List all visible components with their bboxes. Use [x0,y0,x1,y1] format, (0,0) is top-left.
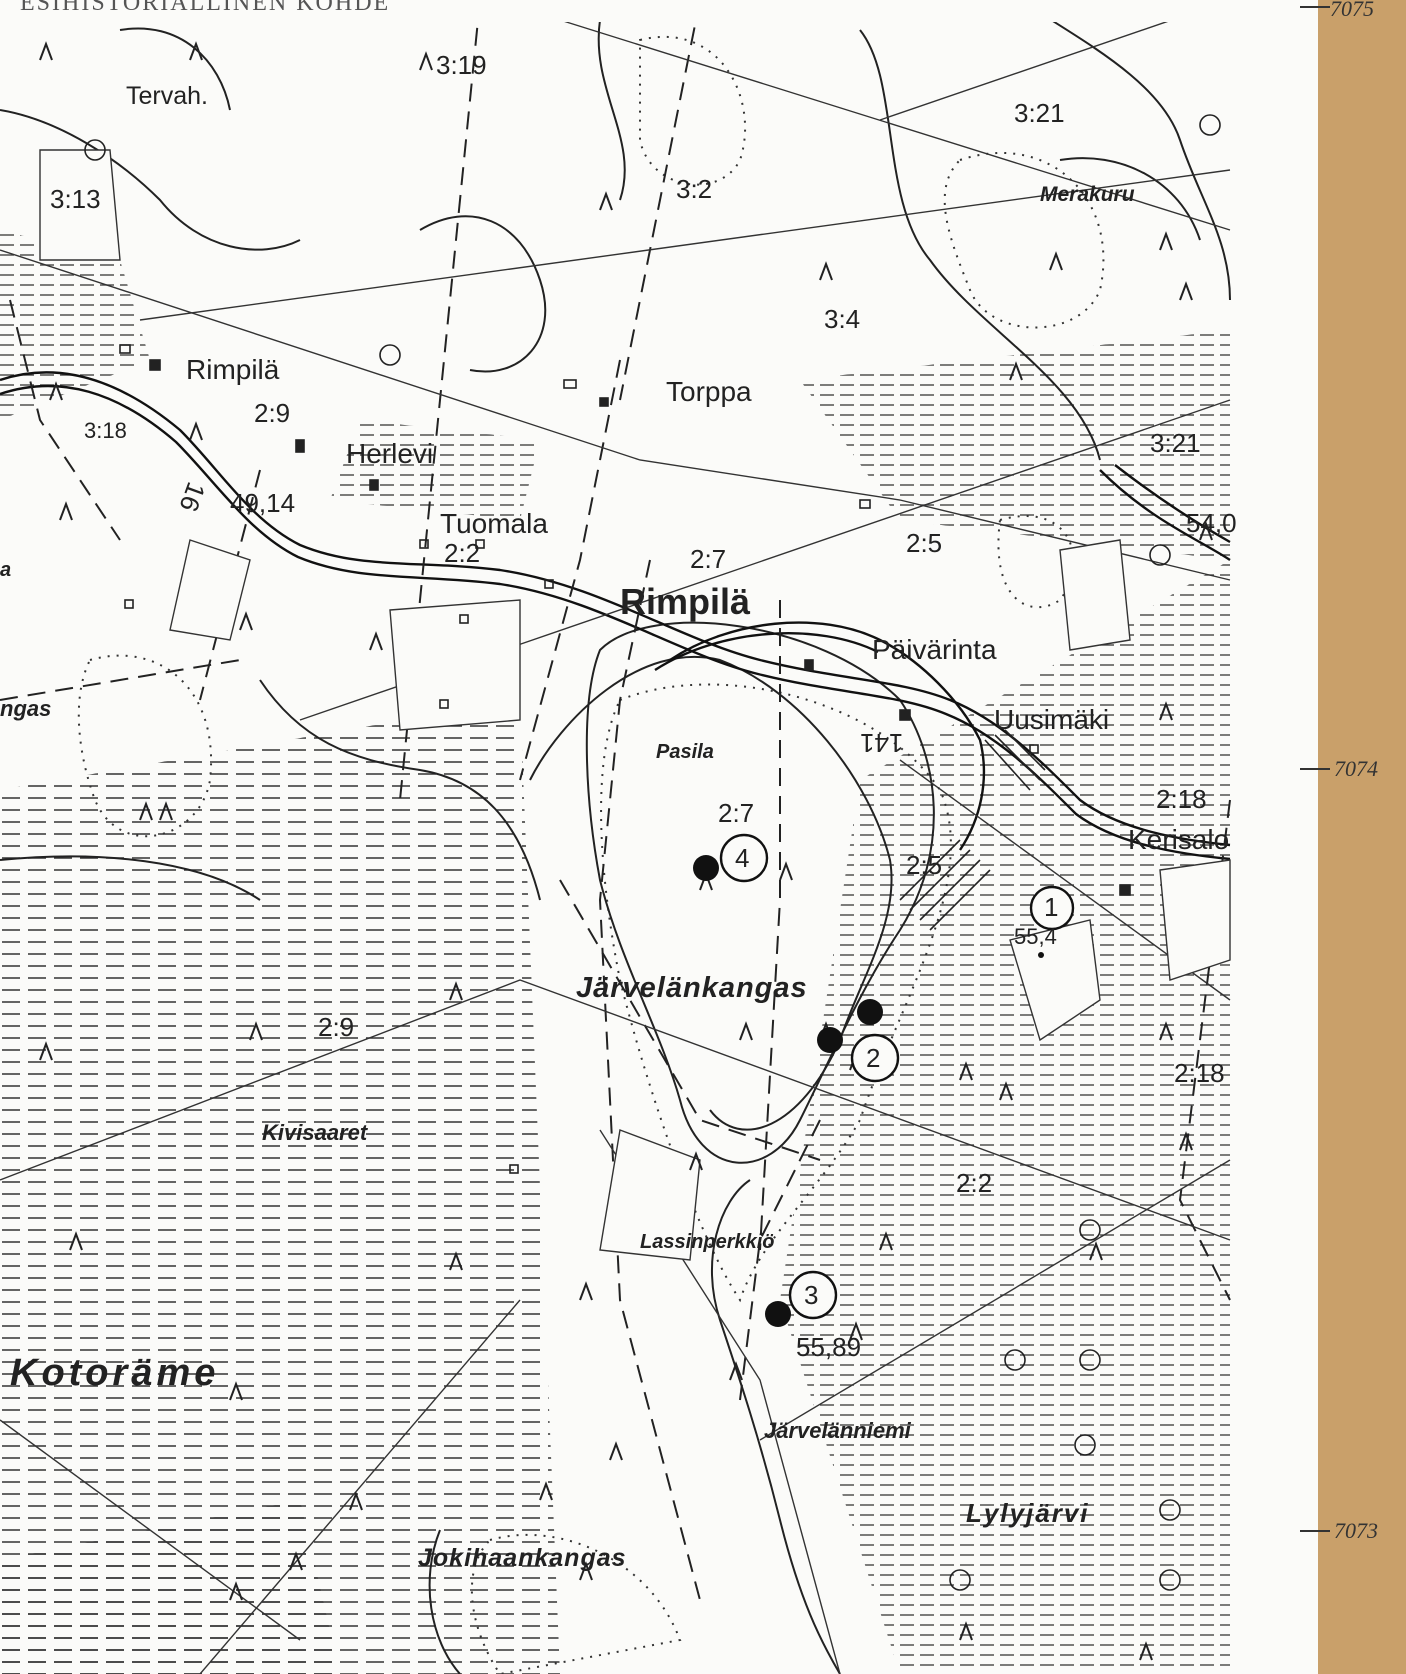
parcel-label: 2:9 [318,1012,355,1042]
label-merakuru: Merakuru [1040,183,1135,206]
parcel-label: 2:18 [1174,1058,1225,1088]
parcel-label: 2:7 [690,544,727,574]
elevation-label: 55,89 [796,1332,862,1362]
parcel-label: 2:9 [254,398,291,428]
parcel-label: 3:2 [676,174,713,204]
grid-tick-top [1300,6,1330,8]
label-paivarinta: Päivärinta [872,634,997,665]
road-number: 141 [860,728,904,758]
header-strip: ESIHISTORIALLINEN KOHDE [0,0,1318,22]
parcel-label: 2:2 [444,538,481,568]
label-torppa: Torppa [666,376,752,407]
label-lassinperkkio: Lassinperkkiö [640,1231,775,1253]
site-number-circles [719,833,1075,1320]
map-linework [0,0,1231,1674]
topographic-map: ESIHISTORIALLINEN KOHDE Tervah. Rimpilä … [0,0,1318,1674]
label-ngas: ngas [0,696,52,721]
parcel-label: 2:5 [906,850,943,880]
dotted-outlines [77,35,1105,1674]
parcel-label: 2:5 [906,528,943,558]
label-jarvelanniemi: Järvelänniemi [764,1418,911,1443]
label-rimpila-big: Rimpilä [620,581,751,622]
label-a: a [0,559,12,581]
label-lylyjarvi: Lylyjärvi [966,1498,1090,1528]
parcel-label: 3:19 [436,50,487,80]
elevation-label: 54,0 [1186,508,1237,538]
grid-label-bottom: 7073 [1334,1518,1378,1543]
parcel-label: 2:2 [956,1168,993,1198]
grid-label-top: 7075 [1330,0,1374,21]
label-kivisaaret: Kivisaaret [262,1120,368,1145]
elevation-label: 55,4 [1014,924,1057,949]
parcel-label: 3:21 [1150,428,1201,458]
label-tuomala: Tuomala [440,508,548,539]
header-note: ESIHISTORIALLINEN KOHDE [20,0,391,16]
buildings [119,344,1131,1174]
boulder-symbols [84,114,1221,1591]
site-number-1: 1 [1044,892,1059,922]
label-jokihaankangas: Jokihaankangas [418,1544,627,1572]
site-number-2: 2 [866,1043,881,1073]
label-rimpila-small: Rimpilä [186,354,280,385]
field-parcels [39,149,1231,1261]
parcel-label: 3:21 [1014,98,1065,128]
parcel-label: 2:18 [1156,784,1207,814]
label-kerisalo: Kerisalo [1128,824,1230,855]
label-herlevi: Herlevi [346,438,434,469]
parcel-label: 3:18 [84,418,127,443]
grid-tick-bottom [1300,1530,1330,1532]
contour-lines [0,0,1231,1674]
label-uusimaki: Uusimäki [994,704,1110,735]
site-number-3: 3 [804,1280,819,1310]
site-number-4: 4 [735,843,750,873]
paths [0,0,1231,1601]
gravel-pit-hatch [899,729,1046,931]
parcel-label: 2:7 [718,798,755,828]
label-kotorame: Kotoräme [10,1352,220,1394]
label-tervah: Tervah. [126,82,208,110]
grid-tick-middle [1300,768,1330,770]
parcel-label: 3:13 [50,184,101,214]
grid-label-middle: 7074 [1334,756,1378,781]
label-pasila: Pasila [656,741,714,763]
label-jarvelankangas: Järvelänkangas [576,972,808,1004]
elevation-label: 49,14 [230,488,296,518]
site-markers [693,855,1044,1327]
parcel-label: 3:4 [824,304,861,334]
